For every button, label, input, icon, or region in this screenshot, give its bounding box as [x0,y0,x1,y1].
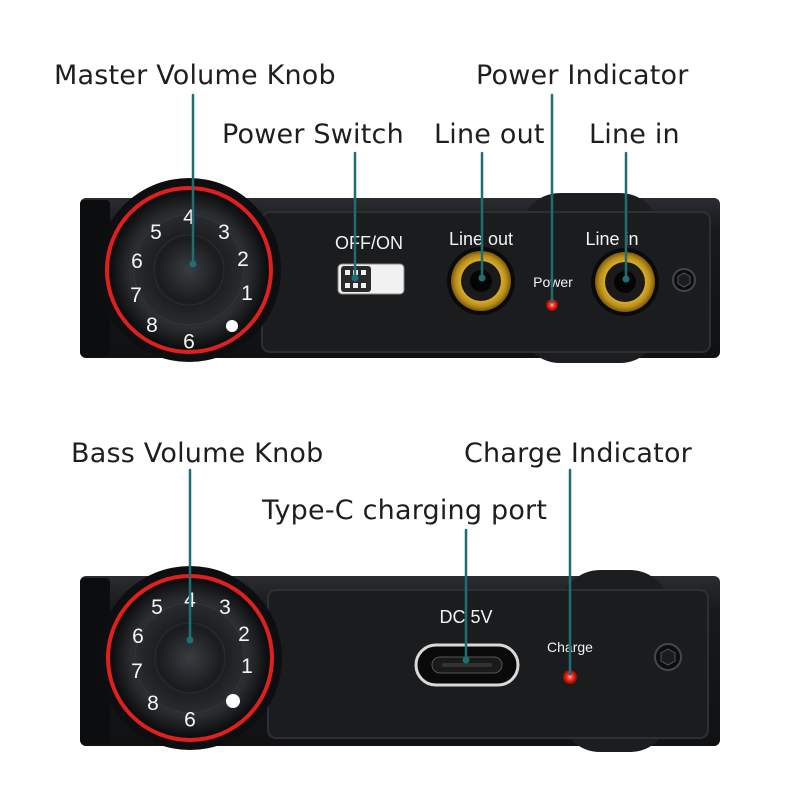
master-dial-2: 2 [237,248,249,271]
type-c-port-callout: Type-C charging port [262,495,548,526]
bass-volume-knob-callout: Bass Volume Knob [71,438,324,469]
power-led [546,299,558,311]
master-knob-scale: 4 3 2 1 5 6 7 8 9 [130,206,253,352]
bass-dial-8: 8 [147,692,159,715]
bass-dial-2: 2 [238,623,250,646]
endpoint-line-out [478,274,486,282]
bass-dial-1: 1 [241,655,253,678]
master-dial-8: 8 [146,314,158,337]
master-dial-6: 6 [131,250,143,273]
top-screw-icon [672,268,696,292]
bass-dial-9: 9 [184,707,196,730]
line-in-callout: Line in [589,119,680,150]
bass-dial-3: 3 [219,596,231,619]
endpoint-bass-knob [186,636,194,644]
endpoint-type-c [462,656,470,664]
bass-dial-6: 6 [132,625,144,648]
bass-volume-knob[interactable] [98,566,282,750]
leader-lines [188,93,628,676]
type-c-port[interactable] [414,643,520,687]
charge-led [563,670,577,684]
charge-indicator-callout: Charge Indicator [464,438,692,469]
power-indicator-callout: Power Indicator [476,60,689,91]
power-switch[interactable] [337,263,405,295]
power-switch-callout: Power Switch [222,119,404,150]
endpoint-line-in [622,275,630,283]
bottom-screw-icon [654,643,682,671]
master-knob-pointer [226,320,238,332]
bass-dial-7: 7 [131,660,143,683]
master-volume-knob[interactable] [97,178,281,362]
master-dial-3: 3 [218,221,230,244]
master-dial-7: 7 [130,284,142,307]
master-dial-5: 5 [150,221,162,244]
top-device: 4 3 2 1 5 6 7 8 9 OFF/ON Line out [80,178,720,363]
bottom-device-left-bracket [80,578,110,744]
bass-dial-5: 5 [151,596,163,619]
leader-endpoints [186,260,630,664]
endpoint-master-knob [189,260,197,268]
endpoint-power-switch [351,274,359,282]
master-dial-9: 9 [183,329,195,352]
master-dial-1: 1 [241,282,253,305]
switch-label: OFF/ON [335,233,403,253]
line-out-callout: Line out [434,119,545,150]
bottom-device: 4 3 2 1 5 6 7 8 9 DC 5V Charge [80,566,720,752]
bass-knob-pointer [226,694,240,708]
master-volume-knob-callout: Master Volume Knob [54,60,336,91]
line-in-label: Line in [585,229,638,249]
